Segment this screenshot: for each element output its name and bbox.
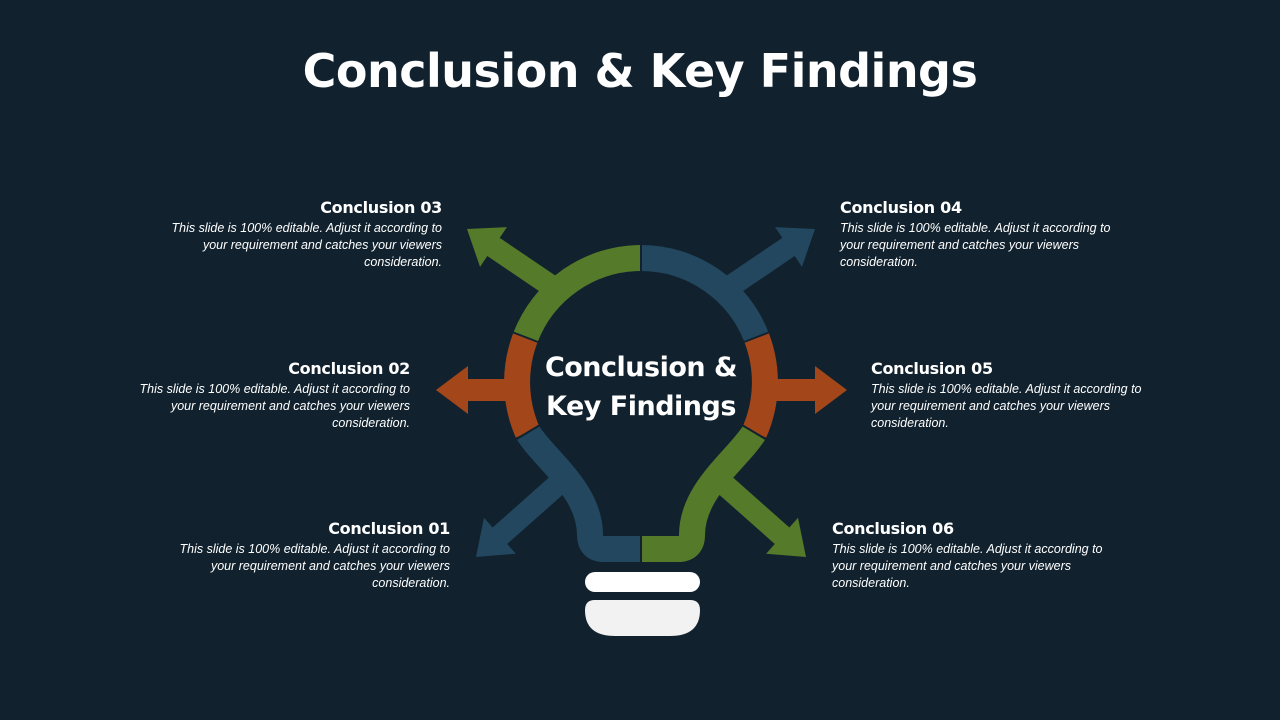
conclusion-heading: Conclusion 06 [832, 519, 954, 538]
bulb-segment-green-top-left [513, 245, 642, 343]
bulb-base-bottom [585, 600, 700, 636]
arrow-conclusion-02-icon [436, 366, 525, 414]
arrow-conclusion-04-icon [715, 227, 815, 302]
bulb-segment-orange-left [504, 332, 540, 438]
conclusion-03: Conclusion 03 This slide is 100% editabl… [152, 198, 442, 271]
conclusion-06: Conclusion 06 This slide is 100% editabl… [832, 519, 1122, 592]
conclusion-05: Conclusion 05 This slide is 100% editabl… [871, 359, 1161, 432]
center-label: Conclusion & Key Findings [544, 352, 738, 422]
conclusion-04: Conclusion 04 This slide is 100% editabl… [840, 198, 1130, 271]
conclusion-text: This slide is 100% editable. Adjust it a… [832, 542, 1103, 590]
bulb-base-top [585, 572, 700, 592]
bulb-segment-orange-right [742, 332, 778, 438]
slide-title: Conclusion & Key Findings [302, 44, 978, 98]
conclusion-text: This slide is 100% editable. Adjust it a… [179, 542, 450, 590]
conclusion-heading: Conclusion 01 [328, 519, 450, 538]
conclusion-text: This slide is 100% editable. Adjust it a… [871, 382, 1142, 430]
conclusion-text: This slide is 100% editable. Adjust it a… [171, 221, 442, 269]
bulb-segment-green-neck [641, 425, 766, 562]
conclusion-heading: Conclusion 05 [871, 359, 993, 378]
bulb-segment-blue-top-right [640, 245, 769, 343]
arrow-conclusion-01-icon [476, 469, 573, 557]
bulb-segment-blue-neck [516, 425, 641, 562]
conclusion-heading: Conclusion 04 [840, 198, 962, 217]
conclusion-heading: Conclusion 03 [320, 198, 442, 217]
arrow-conclusion-03-icon [467, 227, 567, 302]
conclusion-heading: Conclusion 02 [288, 359, 410, 378]
conclusion-02: Conclusion 02 This slide is 100% editabl… [120, 359, 410, 432]
conclusion-01: Conclusion 01 This slide is 100% editabl… [160, 519, 450, 592]
arrow-conclusion-06-icon [709, 469, 806, 557]
conclusion-text: This slide is 100% editable. Adjust it a… [840, 221, 1111, 269]
conclusion-text: This slide is 100% editable. Adjust it a… [139, 382, 410, 430]
arrow-conclusion-05-icon [757, 366, 847, 414]
